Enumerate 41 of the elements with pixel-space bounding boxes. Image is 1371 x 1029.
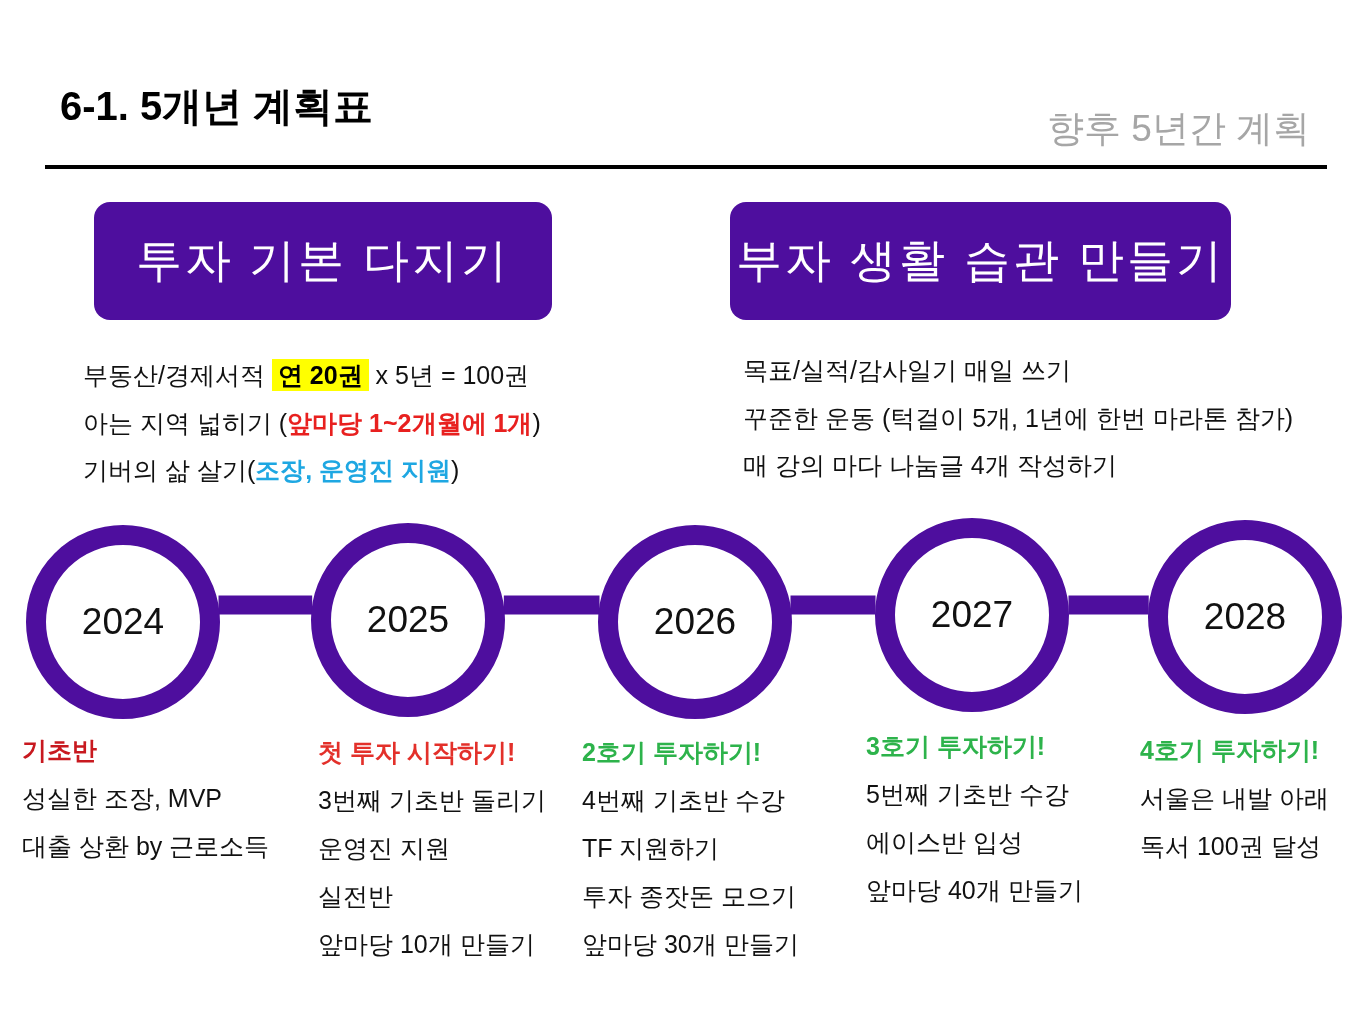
milestone-heading: 4호기 투자하기! <box>1140 735 1320 766</box>
goal-item: 목표/실적/감사일기 매일 쓰기 <box>743 355 1071 386</box>
plan-item: 실전반 <box>318 881 393 912</box>
timeline-connector <box>218 595 313 615</box>
plan-item: 5번째 기초반 수강 <box>866 779 1069 810</box>
milestone-heading: 2호기 투자하기! <box>582 737 762 768</box>
plan-item: 투자 종잣돈 모으기 <box>582 881 796 912</box>
plan-item: 운영진 지원 <box>318 833 450 864</box>
plan-item: 서울은 내발 아래 <box>1140 783 1329 814</box>
timeline-connector <box>790 595 876 615</box>
plan-item: 에이스반 입성 <box>866 827 1023 858</box>
goal-banner <box>730 202 1231 320</box>
plan-item: 성실한 조장, MVP <box>22 783 222 814</box>
timeline-connector <box>1068 595 1149 615</box>
timeline-connector <box>503 595 600 615</box>
goal-item: 꾸준한 운동 (턱걸이 5개, 1년에 한번 마라톤 참가) <box>743 402 1294 434</box>
milestone-heading: 첫 투자 시작하기! <box>318 737 516 768</box>
year-label: 2027 <box>930 592 1014 637</box>
plan-item: TF 지원하기 <box>582 833 720 864</box>
plan-item: 앞마당 10개 만들기 <box>318 929 535 960</box>
plan-item: 앞마당 30개 만들기 <box>582 929 799 960</box>
year-label: 2026 <box>653 599 737 644</box>
banner-title: 투자 기본 다지기 <box>135 233 511 289</box>
year-label: 2028 <box>1203 594 1287 639</box>
year-label: 2024 <box>81 599 165 644</box>
plan-item: 대출 상환 by 근로소득 <box>22 831 270 862</box>
banner-title: 부자 생활 습관 만들기 <box>736 233 1225 289</box>
plan-item: 3번째 기초반 돌리기 <box>318 785 546 816</box>
subtitle: 향후 5년간 계획 <box>1047 107 1311 151</box>
plan-item: 앞마당 40개 만들기 <box>866 875 1083 906</box>
plan-item: 독서 100권 달성 <box>1140 831 1321 862</box>
goal-item: 매 강의 마다 나눔글 4개 작성하기 <box>743 450 1117 481</box>
goal-banner <box>94 202 552 320</box>
page-title: 6-1. 5개년 계획표 <box>60 83 374 130</box>
milestone-heading: 기초반 <box>22 735 97 766</box>
goal-item: 아는 지역 넓히기 (앞마당 1~2개월에 1개) <box>83 407 541 439</box>
goal-item: 부동산/경제서적 연 20권 x 5년 = 100권 <box>83 358 530 393</box>
plan-item: 4번째 기초반 수강 <box>582 785 785 816</box>
year-label: 2025 <box>366 597 450 642</box>
milestone-heading: 3호기 투자하기! <box>866 731 1046 762</box>
goal-item: 기버의 삶 살기(조장, 운영진 지원) <box>83 455 460 486</box>
